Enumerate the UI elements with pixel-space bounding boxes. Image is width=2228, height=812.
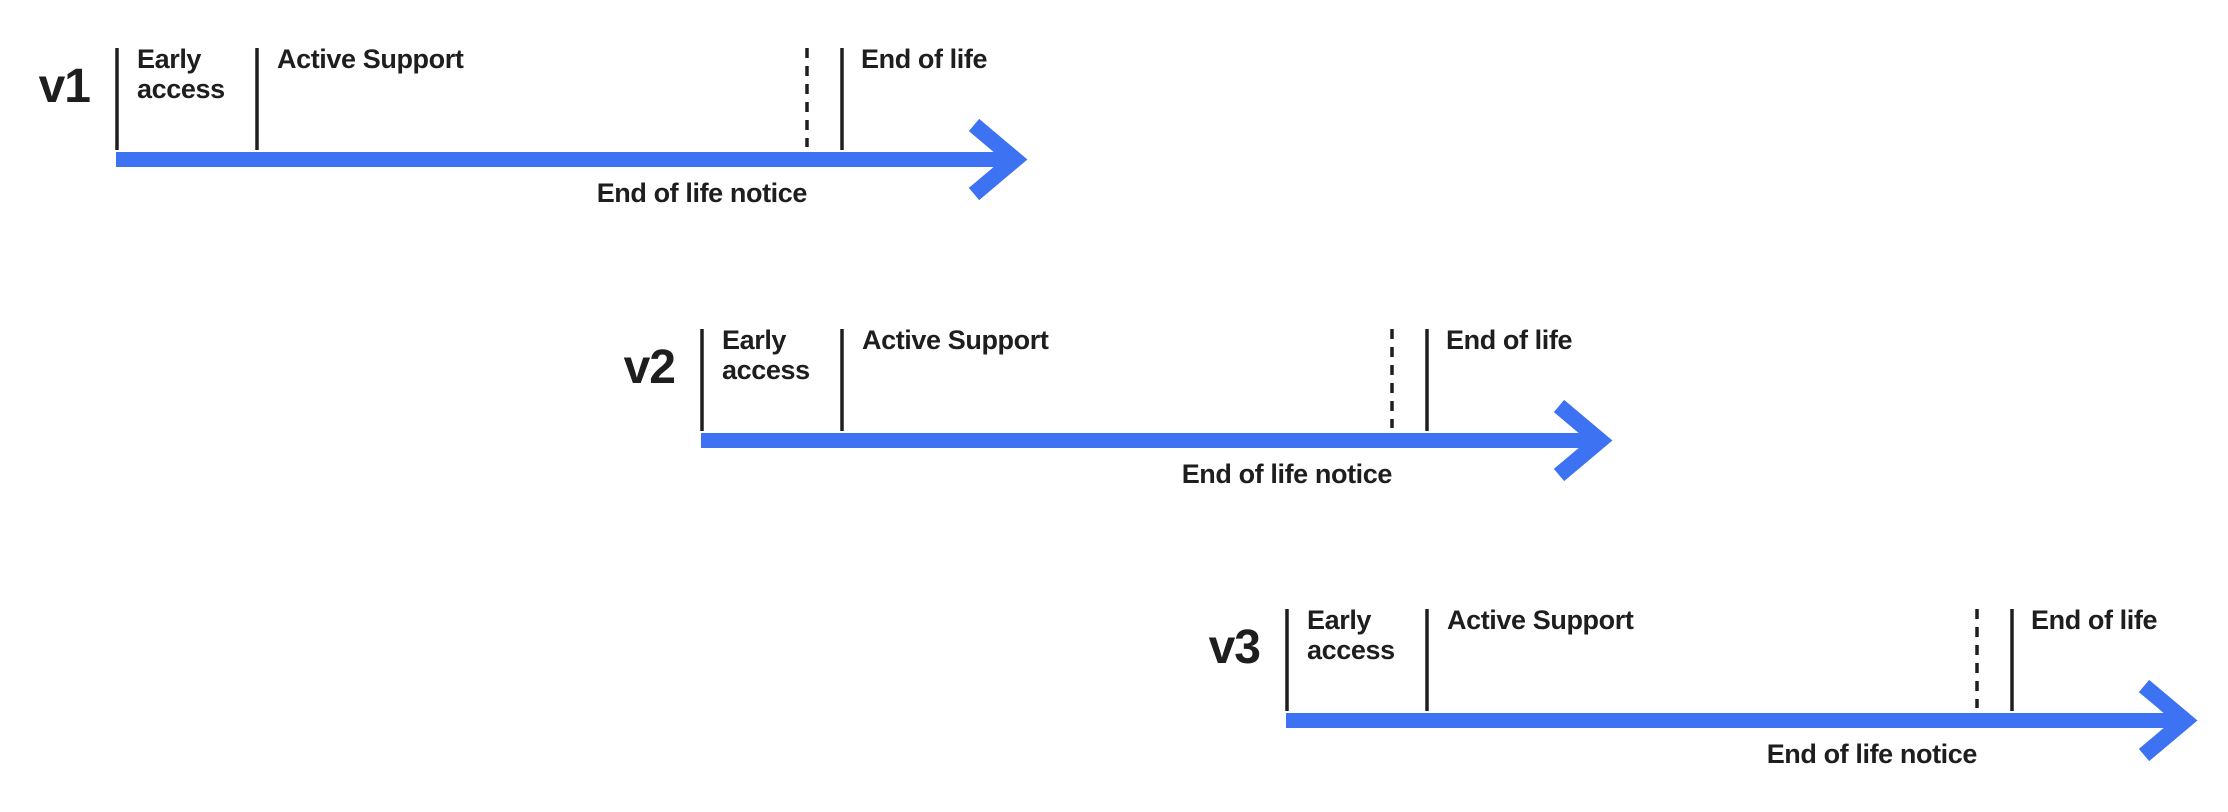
version-label: v1 [38,60,91,113]
timeline-arrow-head-icon [2138,679,2198,762]
version-label: v2 [623,341,676,394]
version-label: v3 [1208,621,1261,674]
timeline-row-v3: v3 Early access Active Support End of li… [1170,561,2228,776]
early-access-label: Early access [722,325,810,385]
end-of-life-notice-label: End of life notice [1766,739,1978,769]
early-access-label: Early access [1307,605,1395,665]
timeline-track [1285,609,2198,762]
timeline-arrow-head-icon [1553,399,1613,482]
active-support-label: Active Support [862,325,1049,355]
active-support-label: Active Support [1447,605,1634,635]
end-of-life-label: End of life [2031,605,2158,635]
active-support-label: Active Support [277,44,464,74]
timeline-arrow-head-icon [968,118,1028,201]
timeline-row-v2: v2 Early access Active Support End of li… [585,281,1645,496]
timeline-track [115,48,1028,201]
end-of-life-notice-label: End of life notice [596,178,808,208]
end-of-life-notice-label: End of life notice [1181,459,1393,489]
early-access-label: Early access [137,44,225,104]
timeline-row-v1: v1 Early access Active Support End of li… [0,0,1060,215]
end-of-life-label: End of life [861,44,988,74]
timeline-track [700,329,1613,482]
end-of-life-label: End of life [1446,325,1573,355]
